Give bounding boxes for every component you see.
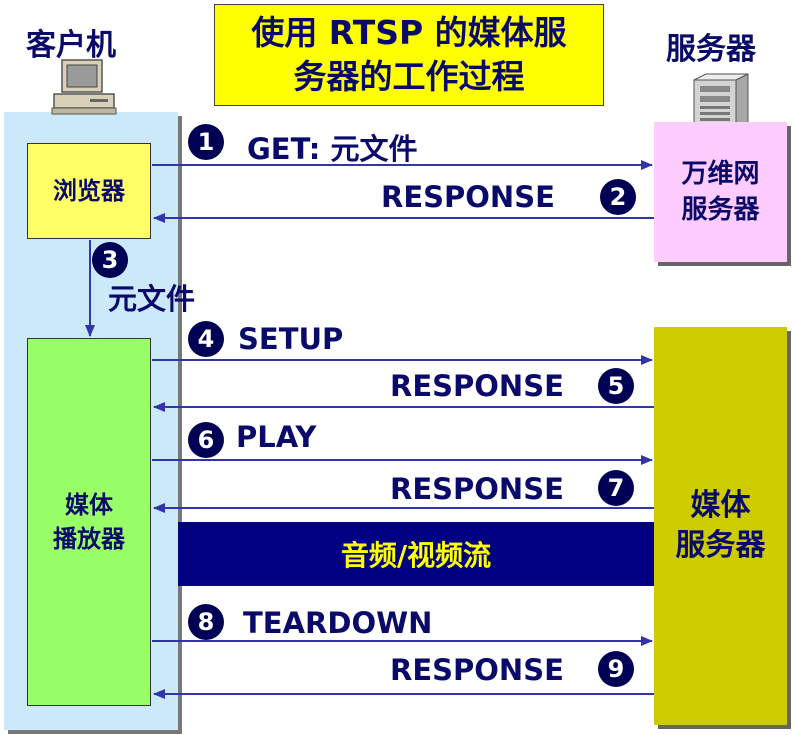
step-label-2: RESPONSE (381, 180, 555, 214)
media-server-label: 媒体 服务器 (675, 488, 766, 563)
step-number-4: 4 (188, 321, 224, 357)
web-server-box: 万维网 服务器 (654, 122, 787, 262)
step-number-6: 6 (188, 422, 224, 458)
step-number-2: 2 (600, 179, 636, 215)
step-number-7: 7 (598, 470, 634, 506)
title-box: 使用 RTSP 的媒体服 务器的工作过程 (214, 4, 604, 106)
web-server-label: 万维网 服务器 (681, 159, 760, 225)
av-stream-bar: 音频/视频流 (178, 522, 654, 586)
media-player-box: 媒体 播放器 (27, 338, 151, 706)
step-label-9: RESPONSE (390, 653, 564, 687)
step-label-3: 元文件 (108, 282, 196, 316)
media-player-label: 媒体 播放器 (53, 491, 125, 553)
step-number-3: 3 (92, 242, 128, 278)
step-number-9: 9 (598, 651, 634, 687)
av-stream-label: 音频/视频流 (340, 539, 492, 572)
step-label-8: TEARDOWN (243, 606, 433, 640)
browser-label: 浏览器 (53, 177, 125, 205)
step-number-1: 1 (188, 124, 224, 160)
step-label-7: RESPONSE (390, 472, 564, 506)
step-number-8: 8 (188, 604, 224, 640)
step-label-4: SETUP (238, 322, 344, 356)
computer-icon (51, 59, 117, 115)
server-label: 服务器 (666, 32, 756, 67)
client-label: 客户机 (26, 28, 116, 63)
step-label-6: PLAY (236, 420, 317, 454)
step-label-5: RESPONSE (390, 369, 564, 403)
media-server-box: 媒体 服务器 (654, 327, 787, 725)
browser-box: 浏览器 (27, 143, 151, 239)
diagram-title: 使用 RTSP 的媒体服 务器的工作过程 (251, 13, 567, 96)
step-number-5: 5 (598, 368, 634, 404)
step-label-1: GET: 元文件 (247, 132, 418, 166)
